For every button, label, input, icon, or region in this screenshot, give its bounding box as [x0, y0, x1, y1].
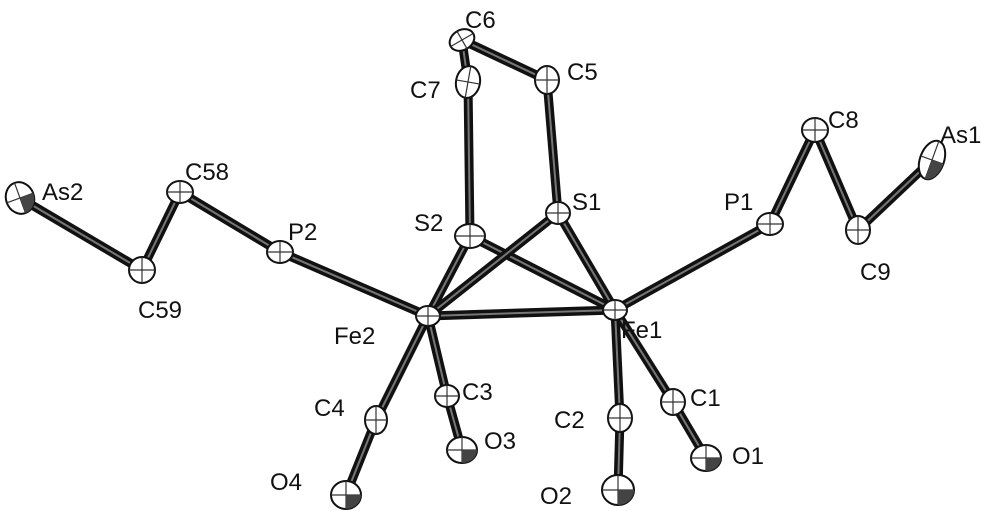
atom-C58 — [166, 180, 194, 204]
atom-P2 — [266, 240, 294, 264]
ellipsoid-axes — [608, 404, 632, 432]
bond-highlight — [179, 191, 281, 253]
atom-C8 — [801, 117, 829, 143]
atom-O2 — [601, 474, 635, 506]
ellipsoid-octant — [925, 160, 944, 180]
bond-highlight — [469, 235, 616, 311]
atom-C6 — [448, 28, 476, 52]
atom-C7 — [454, 65, 482, 99]
atom-As2 — [4, 181, 36, 215]
ellipsoid-axes — [365, 406, 387, 434]
atom-label-As1: As1 — [940, 122, 981, 149]
atom-label-C8: C8 — [828, 107, 859, 134]
atom-C5 — [534, 65, 560, 95]
atom-label-C1: C1 — [690, 385, 721, 412]
atom-C2 — [607, 403, 633, 433]
bond-highlight — [427, 212, 559, 317]
bond-highlight — [546, 79, 559, 214]
bond-highlight — [279, 251, 429, 317]
atom-label-C3: C3 — [462, 379, 493, 406]
atom-Fe2 — [415, 305, 441, 327]
atom-label-P1: P1 — [724, 189, 753, 216]
bond-highlight — [814, 129, 859, 231]
atom-label-O3: O3 — [484, 428, 516, 455]
bond-highlight — [427, 315, 448, 397]
atom-C1 — [660, 388, 686, 416]
bond-highlight — [141, 191, 181, 271]
atom-label-C58: C58 — [185, 159, 229, 186]
atom-S2 — [454, 223, 486, 249]
ellipsoid-axes — [435, 385, 459, 407]
bond-highlight — [467, 81, 471, 237]
atom-label-As2: As2 — [42, 179, 83, 206]
atom-label-S2: S2 — [414, 210, 443, 237]
atom-As1 — [917, 139, 947, 181]
bond-highlight — [614, 223, 771, 311]
atom-C9 — [845, 215, 871, 245]
atom-label-C5: C5 — [567, 59, 598, 86]
atom-C4 — [364, 405, 388, 435]
atom-label-C2: C2 — [554, 407, 585, 434]
ellipsoid-axes — [455, 224, 485, 248]
atom-label-C6: C6 — [465, 7, 496, 34]
ellipsoid-axes — [416, 306, 440, 326]
bond-highlight — [427, 309, 616, 317]
ellipsoid-axes — [450, 31, 474, 49]
atom-C3 — [434, 384, 460, 408]
ellipsoid-axes — [535, 66, 559, 94]
atom-label-S1: S1 — [572, 189, 601, 216]
ellipsoid-axes — [846, 216, 870, 244]
ellipsoid-octant — [706, 458, 721, 471]
ellipsoid-axes — [661, 389, 685, 415]
bond-highlight — [557, 212, 616, 311]
atom-label-O4: O4 — [270, 469, 302, 496]
atom-O1 — [690, 444, 722, 472]
atom-label-O1: O1 — [732, 443, 764, 470]
bond-highlight — [19, 197, 143, 271]
ellipsoid-axes — [167, 181, 193, 203]
ellipsoid-axes — [603, 300, 627, 320]
atom-C59 — [128, 256, 156, 284]
atom-O3 — [446, 436, 478, 464]
atom-label-Fe1: Fe1 — [621, 317, 662, 344]
ellipsoid-axes — [456, 66, 480, 98]
ellipsoid-axes — [129, 257, 155, 283]
ellipsoid-octant — [462, 450, 477, 463]
bond-highlight — [461, 39, 548, 81]
ellipsoid-axes — [757, 213, 783, 235]
atom-Fe1 — [602, 299, 628, 321]
atom-label-C9: C9 — [860, 259, 891, 286]
atom-P1 — [756, 212, 784, 236]
atom-O4 — [330, 480, 362, 510]
atom-label-P2: P2 — [288, 219, 317, 246]
atom-label-Fe2: Fe2 — [334, 323, 375, 350]
ellipsoid-axes — [267, 241, 293, 263]
ellipsoid-axes — [802, 118, 828, 142]
bond-highlight — [614, 309, 674, 403]
bond-highlight — [769, 129, 816, 225]
atom-label-C7: C7 — [410, 77, 441, 104]
atom-label-C59: C59 — [138, 297, 182, 324]
ellipsoid-octant — [346, 495, 361, 509]
bond-highlight — [375, 315, 429, 421]
ellipsoid-octant — [618, 490, 634, 505]
ellipsoid-octant — [20, 193, 35, 214]
bond-highlight — [614, 309, 621, 419]
bond-highlight — [427, 235, 471, 317]
atom-label-O2: O2 — [540, 483, 572, 510]
atom-S1 — [545, 201, 571, 225]
atom-label-C4: C4 — [314, 395, 345, 422]
ellipsoid-axes — [546, 202, 570, 224]
